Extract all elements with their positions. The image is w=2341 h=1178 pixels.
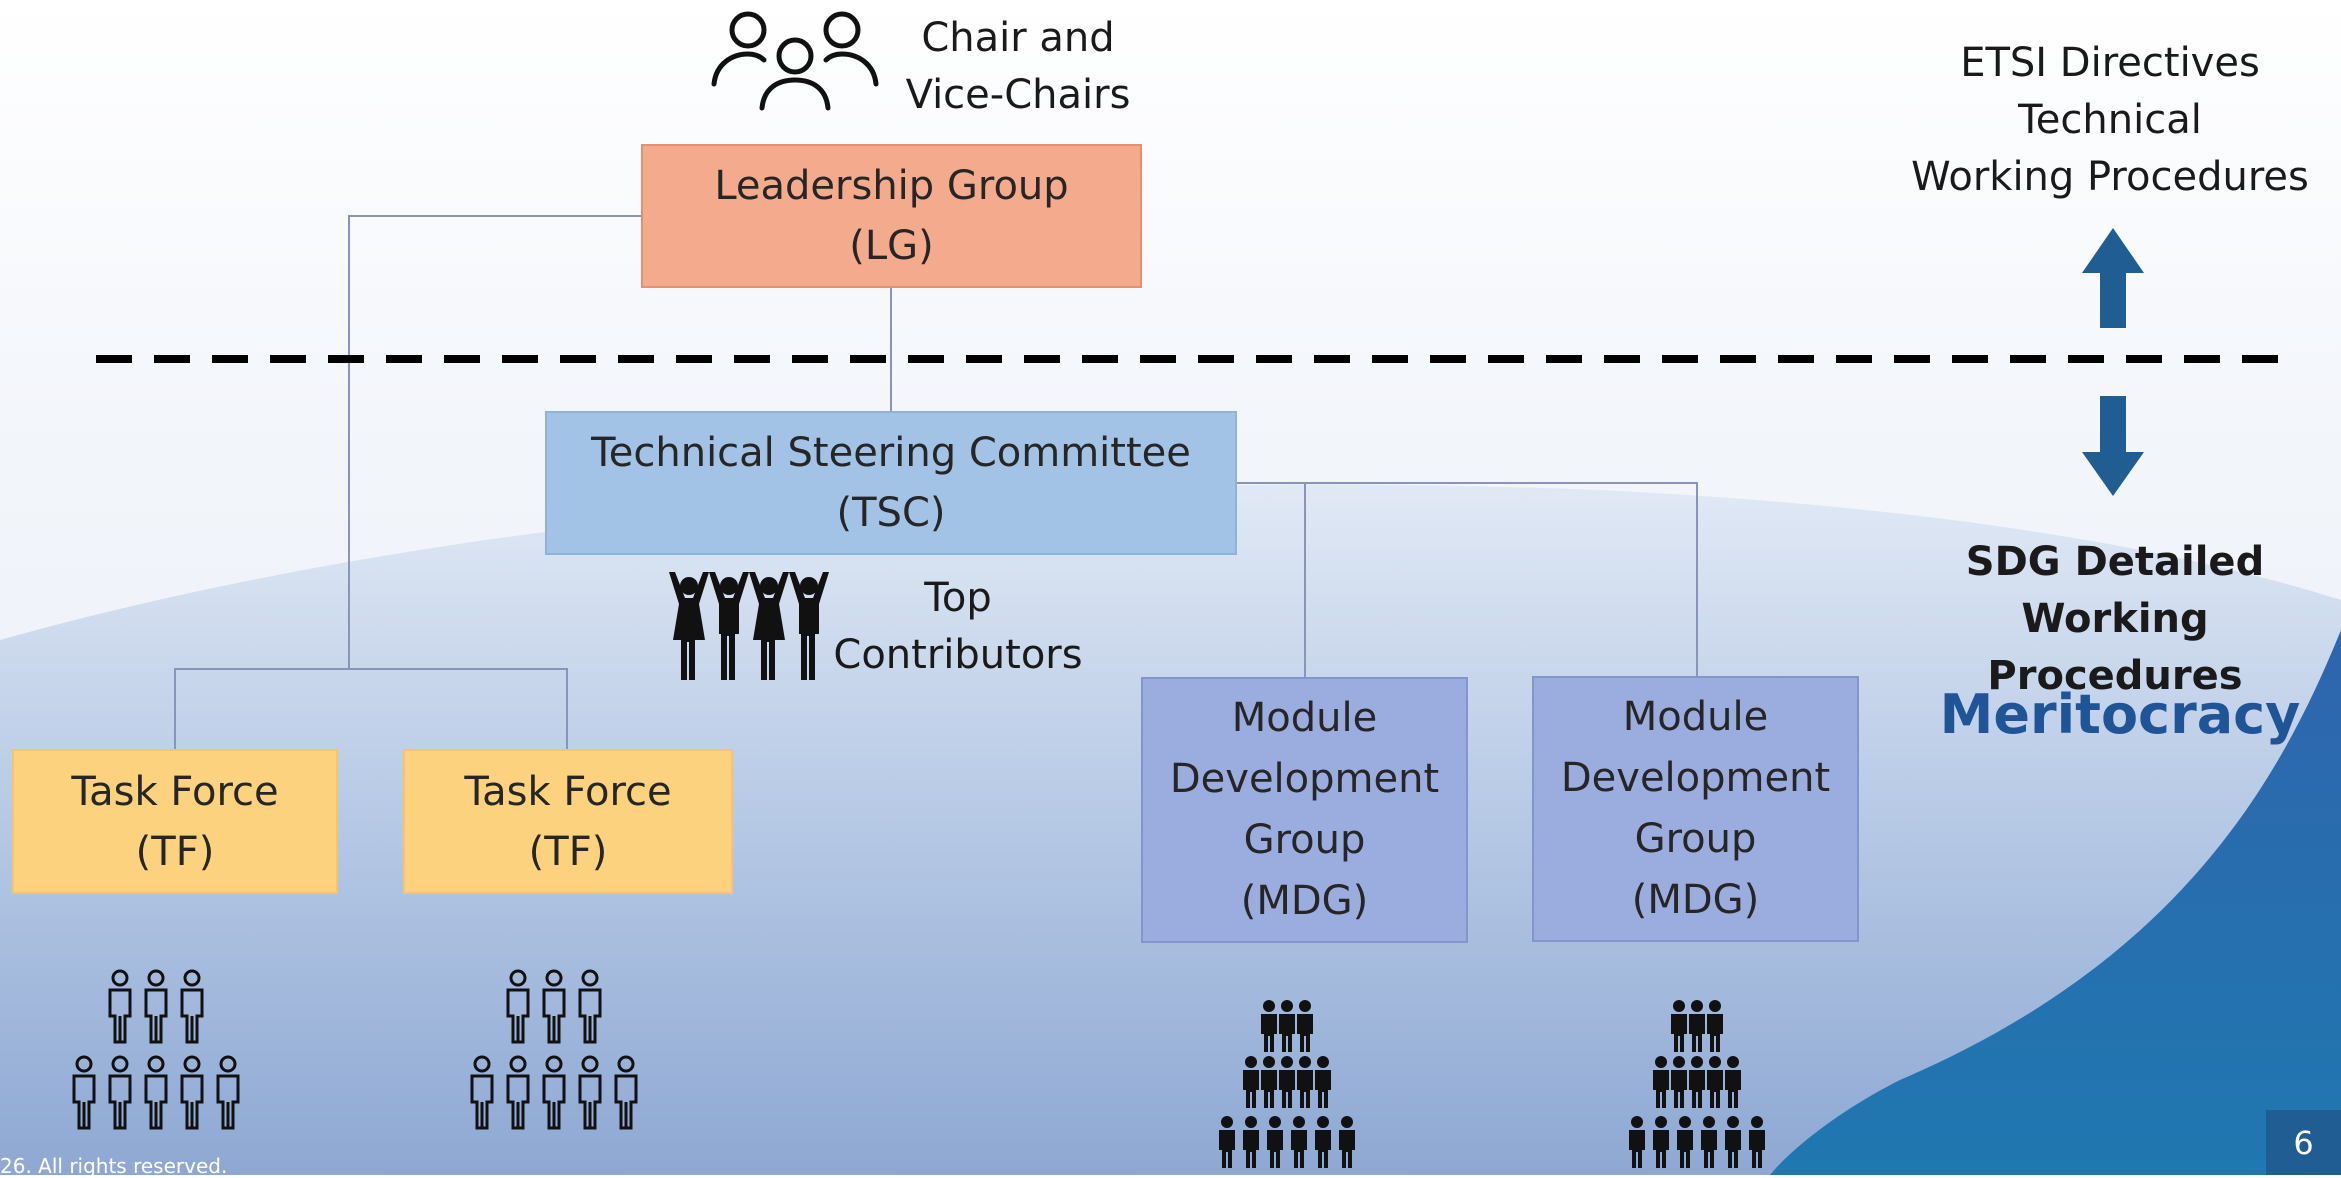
box-label: Module: [1231, 695, 1378, 741]
meritocracy-label: Meritocracy: [1939, 683, 2301, 746]
connector-lines: [174, 215, 1698, 749]
box-abbreviation: (TSC): [836, 490, 946, 536]
people-pyramid-icon: [1629, 1000, 1765, 1168]
arrow-up-icon: [2082, 228, 2144, 328]
chair-label-line: Chair and: [921, 15, 1115, 61]
people-group-outline-icon: [470, 969, 638, 1130]
module-development-group-box: Module Development Group (MDG): [1532, 676, 1859, 942]
people-group-outline-icon: [72, 969, 240, 1130]
box-abbreviation: (TF): [135, 828, 215, 875]
chair-label: Chair and Vice-Chairs: [888, 10, 1148, 124]
top-contributors-line: Contributors: [833, 632, 1083, 678]
page-number: 6: [2266, 1110, 2341, 1175]
background-corner-swoosh: [1770, 630, 2341, 1175]
arrow-down-icon: [2082, 396, 2144, 496]
box-label: Development: [1169, 756, 1440, 802]
sdg-label-line: Working Procedures: [1987, 596, 2243, 699]
cheering-people-icon: [669, 572, 829, 680]
box-abbreviation: (LG): [849, 223, 934, 269]
top-contributors-line: Top: [924, 575, 992, 621]
top-contributors-label: Top Contributors: [833, 570, 1083, 684]
box-abbreviation: (MDG): [1631, 877, 1760, 923]
box-label: Task Force: [71, 768, 279, 815]
box-label: Group: [1243, 817, 1366, 863]
leadership-group-box: Leadership Group (LG): [641, 144, 1142, 288]
chair-label-line: Vice-Chairs: [905, 72, 1131, 118]
technical-steering-committee-box: Technical Steering Committee (TSC): [545, 411, 1237, 555]
sdg-procedures-label: SDG Detailed Working Procedures: [1890, 534, 2340, 705]
etsi-label-line: Working Procedures: [1911, 154, 2309, 200]
module-development-group-box: Module Development Group (MDG): [1141, 677, 1468, 943]
box-label: Development: [1560, 755, 1831, 801]
etsi-label-line: ETSI Directives: [1960, 40, 2260, 86]
task-force-box: Task Force (TF): [12, 749, 338, 894]
box-abbreviation: (MDG): [1240, 878, 1369, 924]
etsi-directives-label: ETSI Directives Technical Working Proced…: [1900, 35, 2320, 206]
etsi-label-line: Technical: [2018, 97, 2202, 143]
box-label: Leadership Group: [714, 163, 1069, 209]
box-label: Task Force: [464, 768, 672, 815]
sdg-label-line: SDG Detailed: [1965, 539, 2265, 585]
box-label: Technical Steering Committee: [591, 430, 1191, 476]
task-force-box: Task Force (TF): [403, 749, 733, 894]
copyright-footer: 26. All rights reserved.: [0, 1154, 228, 1178]
box-label: Group: [1634, 816, 1757, 862]
box-abbreviation: (TF): [528, 828, 608, 875]
people-pyramid-icon: [1219, 1000, 1355, 1168]
box-label: Module: [1622, 694, 1769, 740]
people-outline-icon: [711, 11, 879, 111]
